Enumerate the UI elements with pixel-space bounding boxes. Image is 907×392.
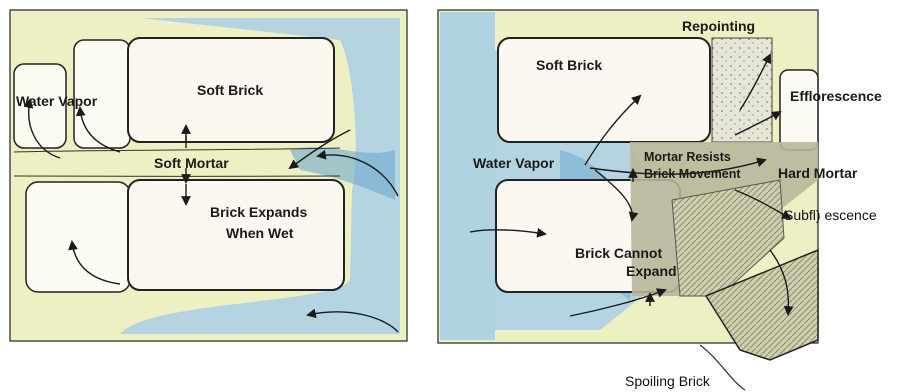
left-brick-expands-label-line2: When Wet xyxy=(226,225,294,241)
right-hard-mortar-label: Hard Mortar xyxy=(778,165,858,181)
right-brick-cannot-label-line1: Brick Cannot xyxy=(575,245,662,261)
right-mortar-resists-label-line2: Brick Movement xyxy=(644,167,741,181)
right-moisture-wash xyxy=(440,12,495,340)
right-spoiling-brick-label: Spoiling Brick xyxy=(625,373,711,389)
right-subflorescence-label: Subfl) escence xyxy=(784,207,877,223)
right-panel: Repointing Soft Brick Efflorescence Wate… xyxy=(438,10,882,390)
right-water-vapor-label: Water Vapor xyxy=(473,155,555,171)
right-soft-brick xyxy=(498,38,710,142)
left-soft-mortar-label: Soft Mortar xyxy=(154,155,229,171)
left-soft-brick-label: Soft Brick xyxy=(197,82,263,98)
left-brick-expands-label-line1: Brick Expands xyxy=(210,204,307,220)
left-edge-brick-bottom xyxy=(26,182,130,292)
right-brick-cannot-label-line2: Expand xyxy=(626,263,677,279)
right-mortar-resists-label-line1: Mortar Resists xyxy=(644,150,731,164)
right-efflorescence-brick xyxy=(780,70,818,150)
left-panel: Water Vapor Soft Brick Soft Mortar Brick… xyxy=(10,10,407,341)
right-repointing-label: Repointing xyxy=(682,18,755,34)
right-soft-brick-label: Soft Brick xyxy=(536,57,602,73)
right-efflorescence-label: Efflorescence xyxy=(790,88,882,104)
left-water-vapor-label: Water Vapor xyxy=(16,93,98,109)
right-repointing-zone xyxy=(712,38,772,142)
